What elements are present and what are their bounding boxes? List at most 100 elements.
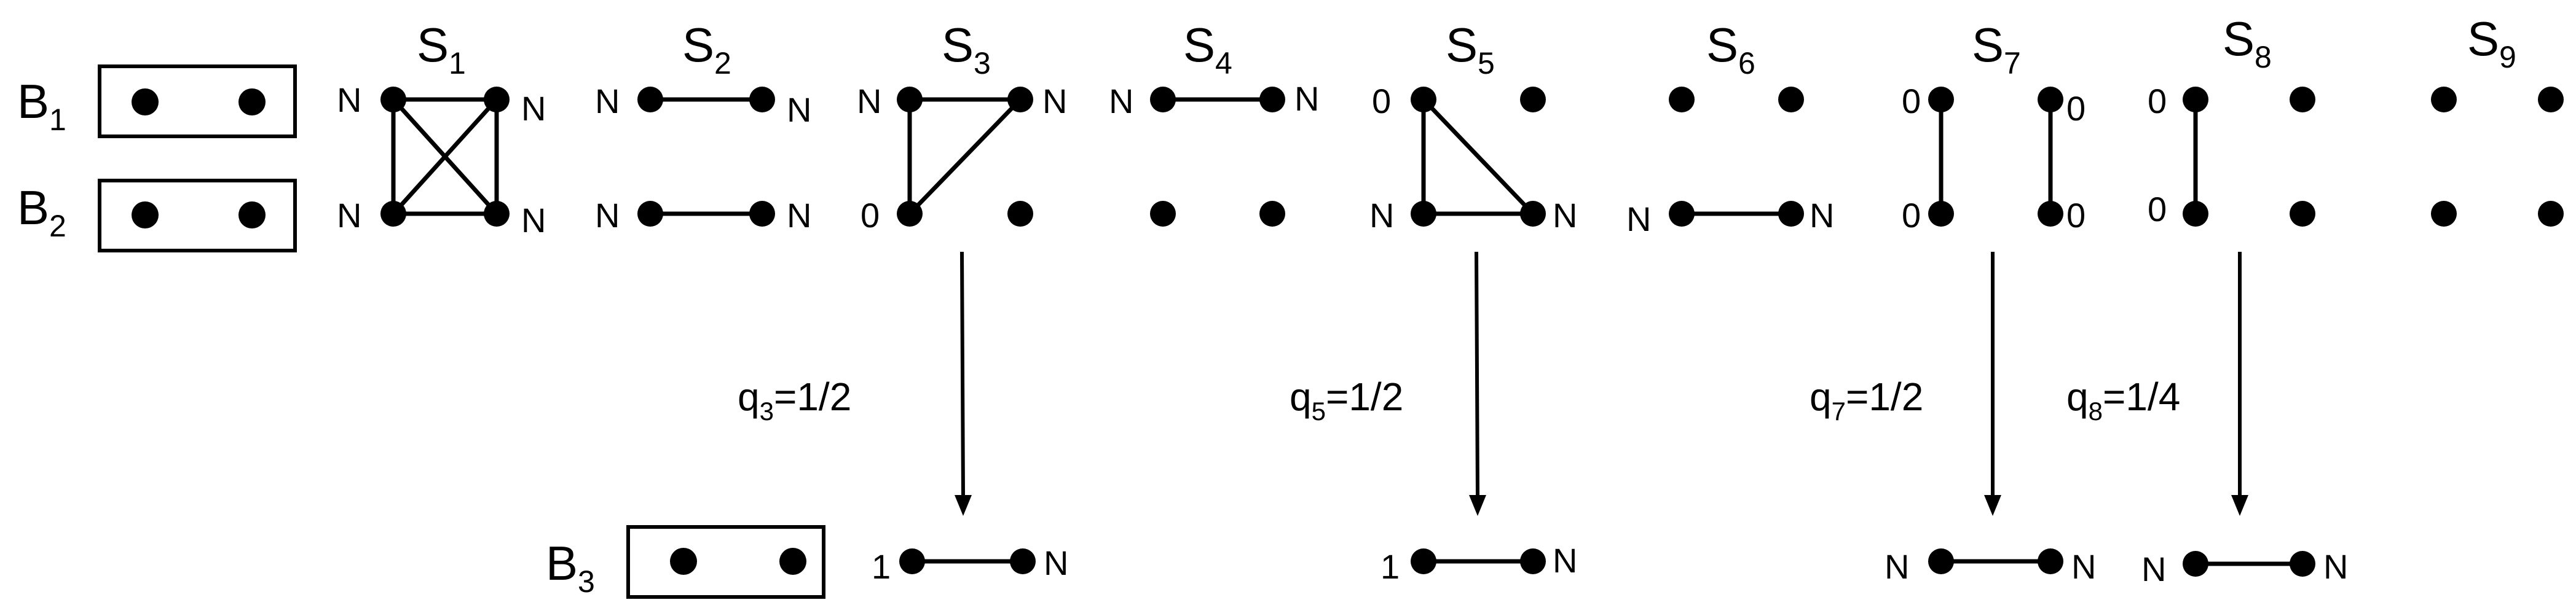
transition-s5: q5=1/2 (1290, 251, 1486, 516)
state-s7-label-br: 0 (2066, 196, 2086, 235)
state-s2-title: S2 (682, 18, 731, 80)
state-s1: S1 N N N N (337, 18, 546, 240)
state-s6-title: S6 (1706, 18, 1755, 80)
result-s3-label-left: 1 (872, 547, 891, 586)
state-s3-node-tl (897, 87, 923, 112)
block-b2-box (98, 179, 297, 252)
state-s8-label-tl: 0 (2148, 82, 2167, 120)
state-s2-label-bl: N (595, 196, 620, 235)
result-s8-node-right (2290, 551, 2315, 577)
block-b2-dot-right (238, 201, 266, 228)
arrowhead (1984, 495, 2001, 516)
state-s2-label-tl: N (595, 82, 620, 120)
state-s1-node-bl (380, 201, 406, 227)
state-s6-node-tr (1778, 87, 1804, 112)
state-s2-node-tl (637, 87, 663, 112)
state-s5-title: S5 (1446, 18, 1495, 80)
state-s4-label-tr: N (1294, 79, 1319, 118)
state-s7-label-bl: 0 (1902, 196, 1921, 235)
state-s4-node-tr (1259, 87, 1285, 112)
state-s8-label-bl: 0 (2148, 190, 2167, 228)
block-b2-dot-left (132, 201, 159, 228)
block-b1-dot-left (132, 88, 159, 115)
state-s3-node-br (1007, 201, 1033, 227)
state-s4-title: S4 (1183, 18, 1232, 80)
state-s1-label-br: N (521, 201, 546, 240)
block-b1-dot-right (238, 88, 266, 115)
state-s5-label-br: N (1553, 196, 1577, 235)
state-s7-label-tl: 0 (1902, 82, 1921, 120)
result-s7-node-right (2038, 548, 2063, 574)
result-s8-label-right: N (2323, 547, 2348, 586)
state-s3-label-tr: N (1042, 82, 1067, 120)
block-b1-box (98, 64, 297, 138)
transition-s8-probability: q8=1/4 (2066, 375, 2180, 426)
arrowhead (1469, 495, 1486, 516)
state-s9: S9 (2431, 12, 2564, 227)
state-s9-node-tl (2431, 87, 2457, 112)
state-s3: S3 N N 0 (857, 18, 1067, 235)
state-s6: S6 N N (1626, 18, 1834, 238)
result-s5-label-left: 1 (1381, 547, 1400, 586)
state-s1-node-tr (484, 87, 510, 112)
state-s9-node-br (2538, 201, 2564, 227)
state-s5-label-tl: 0 (1372, 82, 1391, 120)
state-s6-node-tl (1669, 87, 1695, 112)
state-s1-label-bl: N (337, 196, 361, 235)
state-s4-node-br (1259, 201, 1285, 227)
state-s5-node-br (1520, 201, 1546, 227)
state-s7-node-bl (1928, 201, 1954, 227)
result-s3-label-right: N (1044, 544, 1068, 582)
state-s5: S5 0 N N (1369, 18, 1577, 235)
state-s7-node-br (2038, 201, 2063, 227)
state-s2-node-tr (749, 87, 775, 112)
result-s8-label-left: N (2141, 550, 2166, 588)
result-s7-node-left (1928, 548, 1954, 574)
arrowhead (955, 495, 972, 516)
state-s8-node-bl (2183, 201, 2208, 227)
transition-s8: q8=1/4 (2066, 252, 2248, 516)
state-s7: S7 0 0 0 0 (1902, 18, 2086, 235)
result-s8-node-left (2183, 551, 2208, 577)
result-s7-label-left: N (1885, 547, 1909, 586)
result-s8: N N (2141, 547, 2348, 588)
block-b2: B2 (17, 179, 297, 252)
state-s2-label-br: N (787, 196, 811, 235)
result-s5-label-right: N (1553, 541, 1577, 580)
state-s6-label-br: N (1810, 196, 1834, 235)
arrowhead (2231, 495, 2248, 516)
state-s4-node-bl (1150, 201, 1176, 227)
transition-s5-probability: q5=1/2 (1290, 375, 1403, 426)
state-s3-label-tl: N (857, 82, 881, 120)
result-s3: 1 N (872, 544, 1068, 586)
transition-s7: q7=1/2 (1810, 252, 2001, 516)
result-s7: N N (1885, 547, 2096, 586)
state-s2-node-br (749, 201, 775, 227)
state-s2-node-bl (637, 201, 663, 227)
state-s6-label-bl: N (1626, 200, 1651, 238)
state-s8-node-tr (2290, 87, 2315, 112)
state-s9-node-tr (2538, 87, 2564, 112)
state-s8-node-br (2290, 201, 2315, 227)
state-s7-label-tr: 0 (2066, 89, 2086, 128)
state-s3-label-bl: 0 (861, 196, 880, 235)
block-b3-label: B3 (546, 536, 595, 599)
state-s8-title: S8 (2223, 12, 2272, 74)
state-s1-label-tl: N (337, 80, 361, 119)
state-s3-node-bl (897, 201, 923, 227)
state-s1-node-br (484, 201, 510, 227)
state-s2: S2 N N N N (595, 18, 811, 235)
state-s4: S4 N N (1109, 18, 1319, 227)
state-s4-node-tl (1150, 87, 1176, 112)
state-s5-node-tr (1520, 87, 1546, 112)
state-s3-node-tr (1007, 87, 1033, 112)
state-s6-node-bl (1669, 201, 1695, 227)
result-s7-label-right: N (2071, 547, 2096, 586)
state-s8-node-tl (2183, 87, 2208, 112)
transition-s3-probability: q3=1/2 (738, 375, 851, 426)
block-b1-label: B1 (17, 74, 66, 137)
state-s2-label-tr: N (787, 90, 811, 129)
state-s7-title: S7 (1972, 18, 2021, 80)
block-b1: B1 (17, 64, 297, 138)
